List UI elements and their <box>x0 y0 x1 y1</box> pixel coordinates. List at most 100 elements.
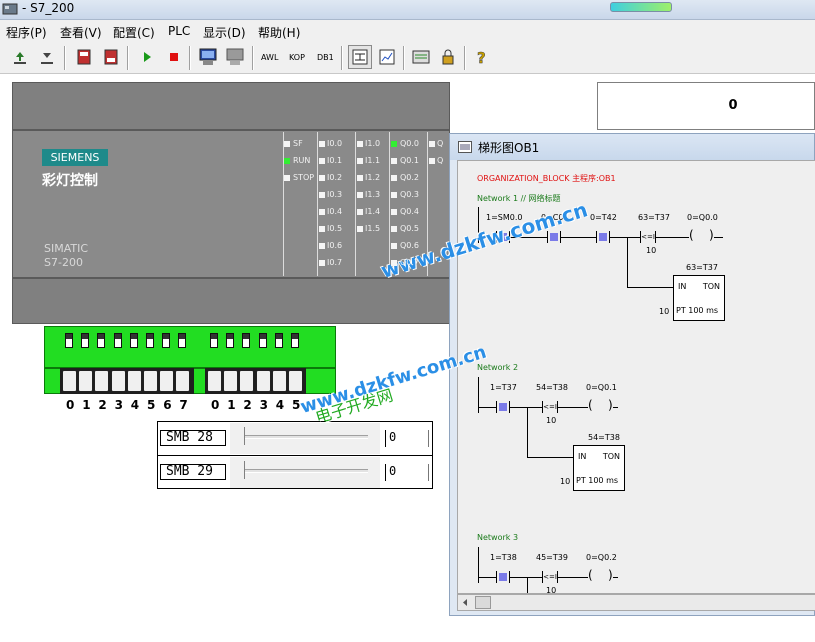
input-terminal[interactable] <box>78 370 94 392</box>
toggle-switch[interactable] <box>97 333 106 348</box>
toggle-switch[interactable] <box>210 333 218 348</box>
stop-button[interactable] <box>162 45 186 69</box>
toolbar-separator <box>341 46 343 70</box>
input-terminal[interactable] <box>159 370 175 392</box>
contact-sm0-0 <box>496 231 510 243</box>
io-label: I0.0 <box>327 139 343 148</box>
toggle-switch[interactable] <box>274 333 283 348</box>
io-label: Q0.6 <box>400 241 420 250</box>
kop-button[interactable]: KOP <box>289 53 305 62</box>
contact-label: 1=T37 <box>490 383 517 392</box>
compare-contact: <=I <box>542 571 558 583</box>
toolbar-separator <box>64 46 66 70</box>
input-terminal[interactable] <box>207 370 222 392</box>
toggle-switch[interactable] <box>242 333 251 348</box>
scroll-thumb[interactable] <box>475 596 491 609</box>
input-terminal[interactable] <box>223 370 239 392</box>
switch-lever <box>292 339 298 347</box>
input-terminal[interactable] <box>62 370 77 392</box>
io-led <box>429 158 435 164</box>
input-terminal[interactable] <box>110 370 126 392</box>
horizontal-scrollbar[interactable] <box>457 594 815 611</box>
toggle-switch[interactable] <box>291 333 299 348</box>
unload-program-button[interactable] <box>35 45 59 69</box>
menu-plc[interactable]: PLC <box>168 24 191 38</box>
run-button[interactable] <box>135 45 159 69</box>
compare-contact: <=I <box>542 401 558 413</box>
slider-thumb[interactable] <box>244 427 248 445</box>
plc-top-cover <box>12 82 450 130</box>
compare-label: 45=T39 <box>536 553 568 562</box>
tdb-button[interactable] <box>409 45 433 69</box>
input-terminal[interactable] <box>94 370 110 392</box>
smb29-value-field[interactable]: 0 <box>385 464 429 481</box>
scroll-left-icon[interactable] <box>461 598 470 607</box>
input-terminal[interactable] <box>255 370 271 392</box>
toggle-switch[interactable] <box>258 333 267 348</box>
input-terminal[interactable] <box>239 370 255 392</box>
switch-lever <box>259 339 266 347</box>
program-name: 彩灯控制 <box>42 173 98 189</box>
menu-display[interactable]: 显示(D) <box>203 26 246 40</box>
input-terminal[interactable] <box>288 370 303 392</box>
ob-header: ORGANIZATION_BLOCK 主程序:OB1 <box>477 174 616 183</box>
panel-divider <box>317 132 318 276</box>
contact-t42 <box>596 231 610 243</box>
io-led <box>357 192 363 198</box>
toggle-switch[interactable] <box>226 333 235 348</box>
monitor-button[interactable] <box>196 45 220 69</box>
toggle-switch[interactable] <box>81 333 90 348</box>
menu-view[interactable]: 查看(V) <box>60 26 102 40</box>
menu-program[interactable]: 程序(P) <box>6 26 47 40</box>
toolbar: AWL KOP DB1 ? <box>0 42 815 74</box>
input-terminal[interactable] <box>143 370 158 392</box>
menu-config[interactable]: 配置(C) <box>113 26 155 40</box>
smb28-row: SMB 28 0 <box>158 422 432 455</box>
panel-divider <box>283 132 284 276</box>
io-led <box>357 141 363 147</box>
help-button[interactable]: ? <box>470 45 494 69</box>
plc-bottom-cover <box>12 278 450 324</box>
awl-button[interactable]: AWL <box>261 53 279 62</box>
io-led <box>391 158 397 164</box>
switch-lever <box>66 339 72 347</box>
ladder-title-bar[interactable]: 梯形图OB1 <box>450 134 814 160</box>
toggle-switch[interactable] <box>178 333 187 348</box>
slider-thumb[interactable] <box>244 461 248 479</box>
toggle-switch[interactable] <box>65 333 73 348</box>
smb28-value-field[interactable]: 0 <box>385 430 429 447</box>
plc-module-button[interactable] <box>72 45 96 69</box>
db1-button[interactable]: DB1 <box>317 53 334 62</box>
lock-button[interactable] <box>436 45 460 69</box>
siemens-logo: SIEMENS <box>42 149 108 166</box>
timer-pt: PT 100 ms <box>676 306 719 315</box>
io-label: I1.0 <box>365 139 381 148</box>
input-terminal[interactable] <box>271 370 287 392</box>
plc-module2-button[interactable] <box>99 45 123 69</box>
monitor-off-button[interactable] <box>223 45 247 69</box>
toggle-switch[interactable] <box>113 333 122 348</box>
toggle-switch[interactable] <box>146 333 154 348</box>
run-led <box>284 158 290 164</box>
smb29-slider[interactable] <box>230 457 380 488</box>
chart-view-button[interactable] <box>375 45 399 69</box>
io-led <box>319 243 325 249</box>
io-led <box>391 226 397 232</box>
io-label: Q0.3 <box>400 190 420 199</box>
input-terminal[interactable] <box>175 370 191 392</box>
toggle-switch[interactable] <box>162 333 171 348</box>
menu-help[interactable]: 帮助(H) <box>258 26 301 40</box>
input-terminal[interactable] <box>126 370 142 392</box>
slider-track <box>244 469 368 473</box>
ladder-view-button[interactable] <box>348 45 372 69</box>
load-program-button[interactable] <box>8 45 32 69</box>
smb28-slider[interactable] <box>230 423 380 454</box>
toggle-switch[interactable] <box>129 333 138 348</box>
io-led <box>319 209 325 215</box>
compare-value: 10 <box>646 246 657 255</box>
switch-lever <box>130 339 137 347</box>
contact-c0 <box>547 231 561 243</box>
branch-line <box>527 577 528 593</box>
td-panel-icon <box>412 50 430 64</box>
compare-value: 10 <box>546 416 557 425</box>
